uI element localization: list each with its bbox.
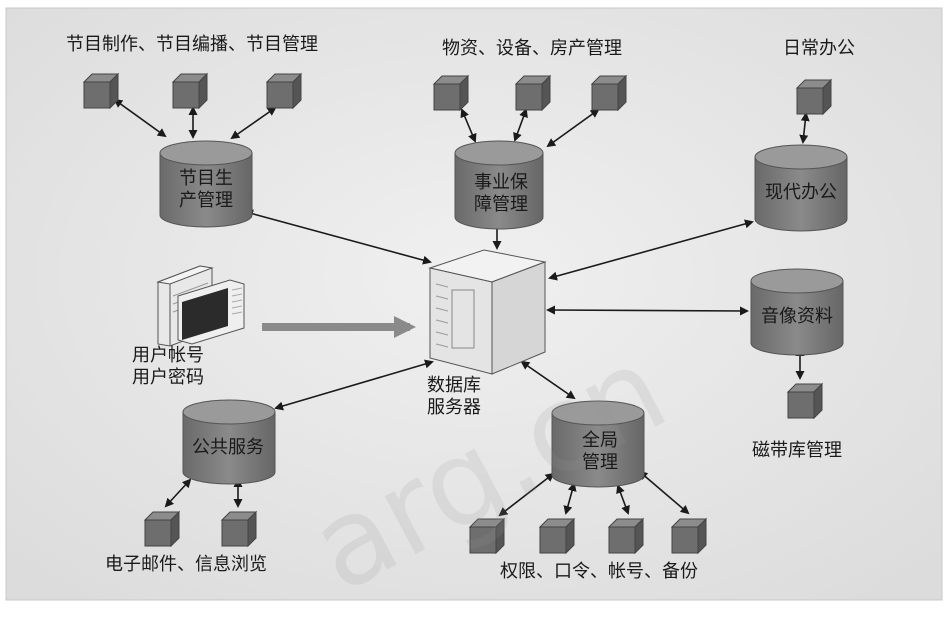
program-client-cube-1	[82, 72, 120, 110]
db-program-cylinder	[159, 140, 253, 228]
arrow-admin-cube2	[563, 482, 577, 515]
db-media-label: 音像资料	[761, 306, 833, 327]
tape-library-label: 磁带库管理	[752, 440, 842, 461]
arrow-office-cube	[799, 112, 810, 144]
arrow-assets-cube1	[460, 108, 477, 143]
office-client-cube	[795, 78, 833, 116]
db-public-cylinder	[182, 399, 276, 485]
db-media-cylinder	[750, 268, 844, 356]
mail-client-cube-2	[220, 510, 258, 548]
server-label: 数据库服务器	[427, 375, 481, 418]
program-client-cube-2	[171, 72, 209, 110]
arrow-server-admin	[520, 360, 576, 400]
assets-client-cube-1	[432, 74, 470, 112]
db-admin-label: 全局管理	[582, 430, 618, 473]
db-admin-cylinder	[551, 400, 645, 488]
arrow-admin-cube4	[638, 470, 690, 515]
arrow-admin-cube3	[616, 484, 630, 515]
assets-tasks-label: 物资、设备、房产管理	[442, 38, 622, 59]
arrow-program-cube1	[113, 98, 167, 138]
admin-client-cube-1	[468, 517, 506, 555]
db-support-label: 事业保障管理	[474, 172, 528, 215]
office-tasks-label: 日常办公	[783, 38, 855, 59]
arrow-server-office	[548, 219, 754, 281]
mail-client-cube-1	[143, 510, 181, 548]
program-client-cube-3	[265, 72, 303, 110]
db-public-label: 公共服务	[192, 437, 264, 458]
arrow-admin-cube1	[498, 472, 555, 517]
arrow-program-cube3	[230, 106, 277, 140]
user-computer-icon	[156, 265, 245, 347]
arrow-server-public	[274, 359, 434, 411]
admin-client-cube-2	[538, 517, 576, 555]
admin-client-cube-3	[607, 517, 645, 555]
arrow-server-media	[546, 305, 749, 316]
arrow-server-program	[244, 209, 432, 265]
arrow-public-mail1	[164, 478, 192, 508]
database-server-icon	[428, 249, 547, 375]
mail-tasks-label: 电子邮件、信息浏览	[105, 554, 267, 575]
db-program-label: 节目生产管理	[179, 168, 233, 211]
arrow-assets-cube3	[546, 108, 600, 148]
user-credentials-label: 用户帐号用户密码	[132, 345, 204, 388]
assets-client-cube-3	[590, 74, 628, 112]
admin-tasks-label: 权限、口令、帐号、备份	[500, 561, 698, 582]
admin-client-cube-4	[670, 517, 708, 555]
arrow-assets-cube2	[513, 108, 528, 142]
tape-library-cube	[786, 382, 824, 420]
db-support-cylinder	[454, 140, 544, 230]
assets-client-cube-2	[514, 74, 552, 112]
program-tasks-label: 节目制作、节目编播、节目管理	[66, 34, 318, 55]
db-office-cylinder	[754, 144, 848, 232]
db-office-label: 现代办公	[765, 182, 837, 203]
